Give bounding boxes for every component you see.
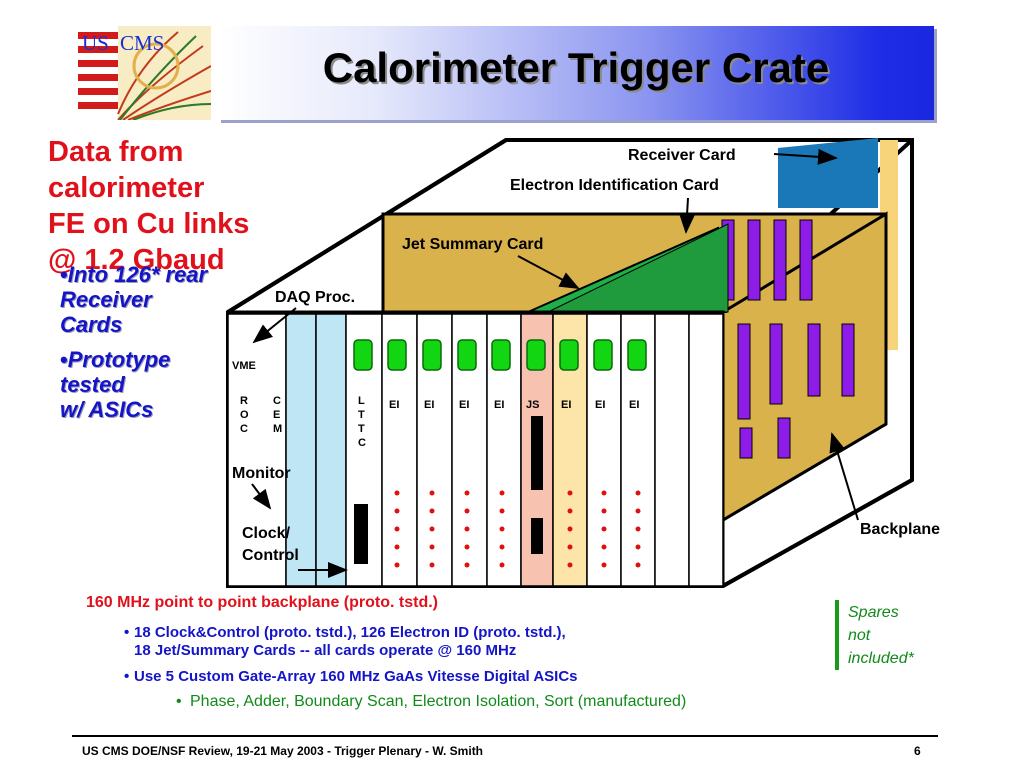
sub-bullet-text: Phase, Adder, Boundary Scan, Electron Is… (190, 693, 687, 710)
card-label: EI (424, 399, 434, 411)
clock-control-label: Clock/ (242, 525, 291, 542)
jet-summary-card-label: Jet Summary Card (402, 236, 543, 253)
bullet-dot: • (124, 668, 130, 685)
bullet-dot: • (60, 262, 68, 287)
backplane-connectors (721, 219, 855, 459)
card-label: EI (595, 399, 605, 411)
logo-graphic: US CMS (77, 25, 212, 121)
intro-heading: Data from calorimeter FE on Cu links @ 1… (48, 134, 308, 278)
side-bullet-line: Receiver (60, 287, 152, 312)
logo-cms-text: CMS (120, 31, 164, 55)
heading-line: Data from calorimeter (48, 136, 205, 204)
bullet-dot: • (176, 693, 182, 710)
spares-note: Spares not included* (848, 601, 914, 670)
bottom-bullet: • 18 Clock&Control (proto. tstd.), 126 E… (124, 624, 566, 660)
bottom-bullet: • Use 5 Custom Gate-Array 160 MHz GaAs V… (124, 668, 578, 686)
bullet-dot: • (60, 347, 68, 372)
footer-text: US CMS DOE/NSF Review, 19-21 May 2003 - … (82, 744, 484, 758)
side-bullet-item: •Into 126* rear Receiver Cards (60, 262, 270, 337)
sub-bullet: • Phase, Adder, Boundary Scan, Electron … (176, 692, 687, 712)
lttc-letter: T (358, 409, 365, 421)
side-bullet-line: Cards (60, 312, 123, 337)
backplane-label: Backplane (860, 521, 940, 538)
bullet-line: Use 5 Custom Gate-Array 160 MHz GaAs Vit… (134, 668, 578, 685)
card-label: EI (494, 399, 504, 411)
spares-divider (835, 600, 839, 670)
side-bullet-line: w/ ASICs (60, 397, 154, 422)
receiver-card-shape (778, 138, 878, 208)
page-number: 6 (914, 744, 921, 758)
cem-letter: M (273, 423, 282, 435)
cem-letter: C (273, 395, 281, 407)
card-label: EI (389, 399, 399, 411)
status-leds (353, 339, 647, 371)
heading-line: @ 1.2 Gbaud (48, 244, 225, 276)
card-label: EI (459, 399, 469, 411)
red-indicator-dots (394, 490, 641, 568)
lttc-letter: C (358, 437, 366, 449)
roc-letter: O (240, 409, 249, 421)
side-bullet-line: tested (60, 372, 125, 397)
crate-diagram: VME R O C C E M L T T C EI EI EI EI JS E… (226, 138, 940, 588)
clock-control-label: Control (242, 547, 299, 564)
cem-slot-shape (285, 313, 317, 587)
daq-proc-label: DAQ Proc. (275, 289, 355, 306)
side-bullet-item: •Prototype tested w/ ASICs (60, 347, 270, 422)
monitor-label: Monitor (232, 465, 291, 482)
lttc-letter: L (358, 395, 365, 407)
title-banner: Calorimeter Trigger Crate (218, 26, 934, 120)
side-bullet-line: Into 126* rear (67, 262, 208, 287)
electron-id-card-label: Electron Identification Card (510, 177, 719, 194)
us-cms-logo: US CMS (77, 25, 212, 121)
side-bullet-list: •Into 126* rear Receiver Cards •Prototyp… (60, 262, 270, 432)
bullet-line: 18 Jet/Summary Cards -- all cards operat… (134, 642, 517, 659)
spares-line: included* (848, 650, 914, 667)
card-label: EI (561, 399, 571, 411)
heading-line: FE on Cu links (48, 208, 250, 240)
lttc-letter: T (358, 423, 365, 435)
bullet-dot: • (124, 624, 130, 641)
roc-letter: R (240, 395, 248, 407)
cem-letter: E (273, 409, 280, 421)
footer-rule (72, 735, 938, 737)
receiver-card-label: Receiver Card (628, 147, 736, 164)
logo-us-text: US (82, 31, 109, 55)
spares-line: not (848, 627, 871, 644)
roc-letter: C (240, 423, 248, 435)
spares-line: Spares (848, 604, 899, 621)
vme-label: VME (232, 360, 256, 372)
backplane-heading: 160 MHz point to point backplane (proto.… (86, 594, 438, 611)
page-title: Calorimeter Trigger Crate (322, 44, 830, 91)
card-label: EI (629, 399, 639, 411)
bullet-line: 18 Clock&Control (proto. tstd.), 126 Ele… (134, 624, 566, 641)
side-bullet-line: Prototype (67, 347, 171, 372)
card-label: JS (526, 399, 539, 411)
